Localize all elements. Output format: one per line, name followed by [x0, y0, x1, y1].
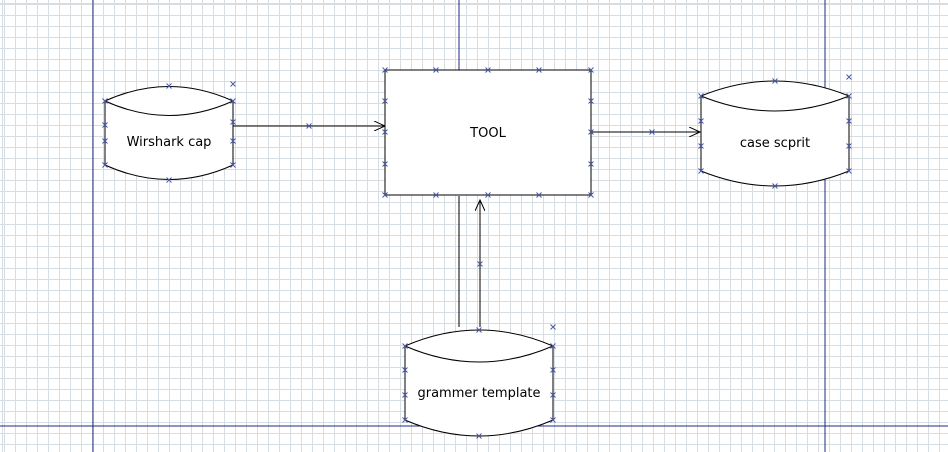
node-output[interactable]: case scprit [649, 74, 852, 189]
anchor-handle-icon [102, 162, 108, 168]
node-template-label: grammer template [417, 386, 540, 401]
anchor-handle-icon [485, 67, 491, 73]
anchor-handle-icon [230, 138, 236, 144]
node-source-shape [104, 86, 234, 180]
anchor-handle-icon [588, 67, 594, 73]
node-source[interactable]: Wirshark cap [102, 81, 236, 183]
anchor-handle-icon [588, 161, 594, 167]
connector-source-to-tool-handle [306, 123, 312, 129]
anchor-handle-icon [433, 192, 439, 198]
anchor-handle-icon [306, 123, 312, 129]
anchor-handle-icon [382, 98, 388, 104]
anchor-handle-icon [382, 161, 388, 167]
anchor-handle-icon [402, 417, 408, 423]
anchor-handle-icon [698, 93, 704, 99]
anchor-handle-icon [550, 417, 556, 423]
node-tool-label: TOOL [469, 126, 506, 141]
anchor-handle-icon [102, 122, 108, 128]
anchor-handle-icon [550, 392, 556, 398]
anchor-handle-icon [230, 162, 236, 168]
anchor-handle-icon [588, 98, 594, 104]
anchor-handle-icon [536, 67, 542, 73]
anchor-handle-icon [477, 261, 483, 267]
node-template-close-marker [550, 324, 556, 330]
anchor-handle-icon [433, 67, 439, 73]
anchor-handle-icon [166, 177, 172, 183]
anchor-handle-icon [402, 343, 408, 349]
anchor-handle-icon [550, 343, 556, 349]
node-output-handles [649, 78, 852, 189]
anchor-handle-icon [382, 129, 388, 135]
node-output-shape [700, 80, 850, 187]
anchor-handle-icon [772, 183, 778, 189]
node-output-close-marker [846, 74, 852, 80]
anchor-handle-icon [402, 367, 408, 373]
anchor-handle-icon [476, 433, 482, 439]
anchor-handle-icon [846, 118, 852, 124]
anchor-handle-icon [588, 192, 594, 198]
node-tool[interactable]: TOOL [382, 67, 594, 198]
anchor-handle-icon [846, 74, 852, 80]
anchor-handle-icon [550, 367, 556, 373]
node-source-label: Wirshark cap [127, 135, 212, 150]
anchor-handle-icon [102, 138, 108, 144]
anchor-handle-icon [846, 93, 852, 99]
anchor-handle-icon [476, 327, 482, 333]
node-source-close-marker [230, 81, 236, 87]
anchor-handle-icon [102, 98, 108, 104]
node-tool-shape [384, 69, 592, 196]
node-template-handles [402, 261, 556, 439]
anchor-handle-icon [536, 192, 542, 198]
node-source-handles [102, 83, 236, 183]
anchor-handle-icon [402, 392, 408, 398]
anchor-handle-icon [382, 192, 388, 198]
anchor-handle-icon [698, 168, 704, 174]
anchor-handle-icon [230, 98, 236, 104]
anchor-handle-icon [772, 78, 778, 84]
anchor-handle-icon [230, 119, 236, 125]
node-template-shape [404, 329, 554, 437]
anchor-handle-icon [698, 143, 704, 149]
anchor-handle-icon [846, 143, 852, 149]
anchor-handle-icon [166, 83, 172, 89]
node-output-top-curve [700, 95, 850, 112]
anchor-handle-icon [649, 129, 655, 135]
anchor-handle-icon [846, 168, 852, 174]
anchor-handle-icon [588, 129, 594, 135]
node-tool-handles [382, 67, 594, 198]
anchor-handle-icon [382, 67, 388, 73]
node-source-top-curve [104, 100, 234, 116]
node-template[interactable]: grammer template [402, 261, 556, 439]
node-output-label: case scprit [740, 136, 810, 151]
node-template-top-curve [404, 345, 554, 363]
anchor-handle-icon [230, 81, 236, 87]
anchor-handle-icon [550, 324, 556, 330]
anchor-handle-icon [485, 192, 491, 198]
anchor-handle-icon [698, 118, 704, 124]
